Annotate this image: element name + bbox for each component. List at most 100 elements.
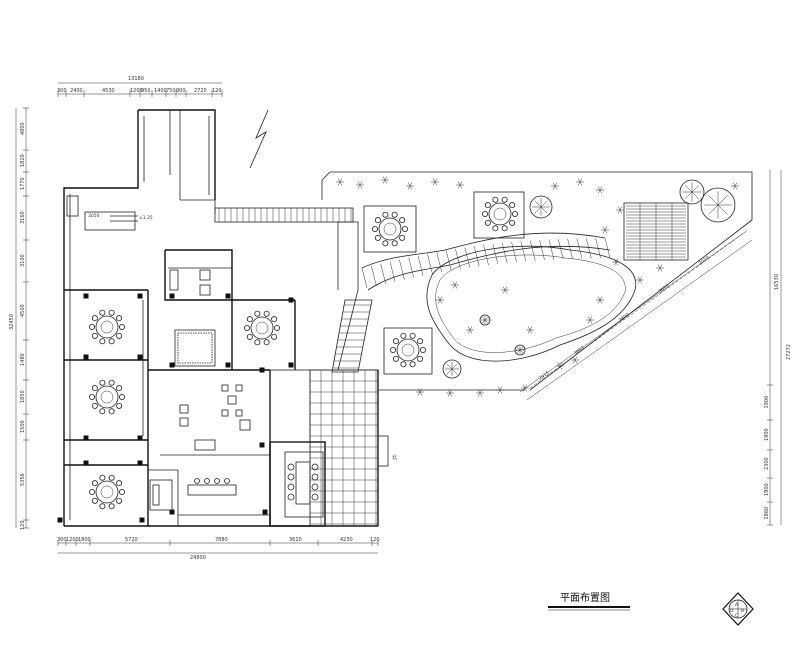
shrub-leaf [432, 178, 436, 183]
diagonal-segment-label: 2020 [698, 255, 711, 267]
shrub-symbol [451, 281, 459, 289]
shrub-symbol [571, 356, 579, 364]
chair [91, 385, 98, 392]
chair [99, 503, 106, 510]
shrub-leaf [409, 182, 413, 187]
chair [389, 346, 396, 353]
shrub-leaf [419, 391, 423, 396]
shrub-symbol [446, 389, 454, 397]
top-segment-label: 300 [57, 88, 67, 94]
tree-canopy [514, 344, 526, 356]
boardwalk-slat [380, 263, 386, 284]
shrub-leaf [337, 181, 341, 186]
tree-symbol [479, 314, 491, 326]
chair [243, 324, 250, 331]
chair [417, 338, 424, 345]
chair [116, 480, 123, 487]
lazy-susan [493, 207, 507, 221]
chair [116, 497, 123, 504]
column [288, 362, 294, 368]
shrub-leaf [613, 258, 617, 263]
bottom-segment-label: 120 [370, 537, 380, 543]
chair [254, 310, 261, 317]
right-segment-label: 1900 [764, 396, 770, 409]
bottom-segment-label: 5720 [125, 537, 138, 543]
lazy-susan [100, 390, 114, 404]
shrub-leaf [732, 182, 736, 187]
compass-label-d: D [730, 608, 734, 614]
chair [89, 393, 96, 400]
shrub-symbol [636, 276, 644, 284]
tree-branch [519, 346, 524, 351]
shrub-leaf [579, 178, 583, 183]
round-table [389, 332, 426, 368]
column [262, 509, 268, 515]
top-segment-label: 800 [176, 88, 186, 94]
shrub-leaf [604, 229, 608, 234]
shrub-leaf [434, 181, 438, 186]
boardwalk-slat [427, 253, 433, 274]
shrub-leaf [339, 181, 343, 186]
table-top [488, 202, 512, 226]
shrub-leaf [407, 185, 411, 190]
column [139, 517, 145, 523]
tree-symbol [442, 359, 462, 379]
chair [481, 210, 488, 217]
boardwalk-slat [539, 240, 545, 261]
table-top [396, 338, 420, 362]
table-top [95, 385, 119, 409]
shrub-leaf [734, 185, 738, 190]
tree-branch [516, 346, 521, 351]
boardwalk-slat [567, 238, 573, 259]
diagonal-segment-label: 2415 [538, 370, 551, 382]
tree-branch [717, 195, 728, 206]
bottom-segment-label: 1200 [66, 537, 79, 543]
shrub-leaf [559, 365, 563, 370]
shrub-symbol [596, 296, 604, 304]
chair [116, 402, 123, 409]
chair [419, 346, 426, 353]
shrub-leaf [417, 388, 421, 393]
title-text: 平面布置图 [560, 592, 610, 604]
shrub-leaf [527, 329, 531, 334]
column [137, 435, 143, 441]
chair [391, 240, 398, 247]
compass-symbol: A B C D [722, 592, 754, 626]
shrub-leaf [587, 316, 591, 321]
shrub-symbol [521, 384, 529, 392]
boardwalk-slat [492, 243, 499, 264]
walkways [214, 207, 373, 373]
shrub-leaf [574, 359, 578, 364]
shrub-leaf [637, 279, 641, 284]
tree-branch [451, 368, 458, 375]
shrub-leaf [479, 389, 483, 394]
tree-symbol [700, 187, 736, 223]
boardwalk-slat [436, 252, 443, 273]
shrub-leaf [459, 184, 463, 189]
tree-canopy [700, 187, 736, 223]
shrub-symbol [501, 286, 509, 294]
shrub-symbol [601, 226, 609, 234]
shrub-leaf [409, 185, 413, 190]
shrub-symbol [496, 386, 504, 394]
lazy-susan [401, 343, 415, 357]
column [83, 354, 89, 360]
tree-branch [691, 191, 699, 199]
chair [119, 323, 126, 330]
shrub-leaf [734, 182, 738, 187]
shrub-leaf [502, 286, 506, 291]
shrub-leaf [454, 284, 458, 289]
bottom-total-dimension: 24800 [190, 555, 206, 561]
tree-branch [534, 200, 542, 208]
shrub-leaf [577, 178, 581, 183]
column [259, 442, 265, 448]
shrub-leaf [339, 178, 343, 183]
chair [273, 324, 280, 331]
north-marker: 北 [392, 454, 397, 461]
chair [509, 202, 516, 209]
shrub-leaf [384, 179, 388, 184]
shrub-symbol [551, 182, 559, 190]
shrub-leaf [457, 181, 461, 186]
garden-area [321, 171, 753, 397]
